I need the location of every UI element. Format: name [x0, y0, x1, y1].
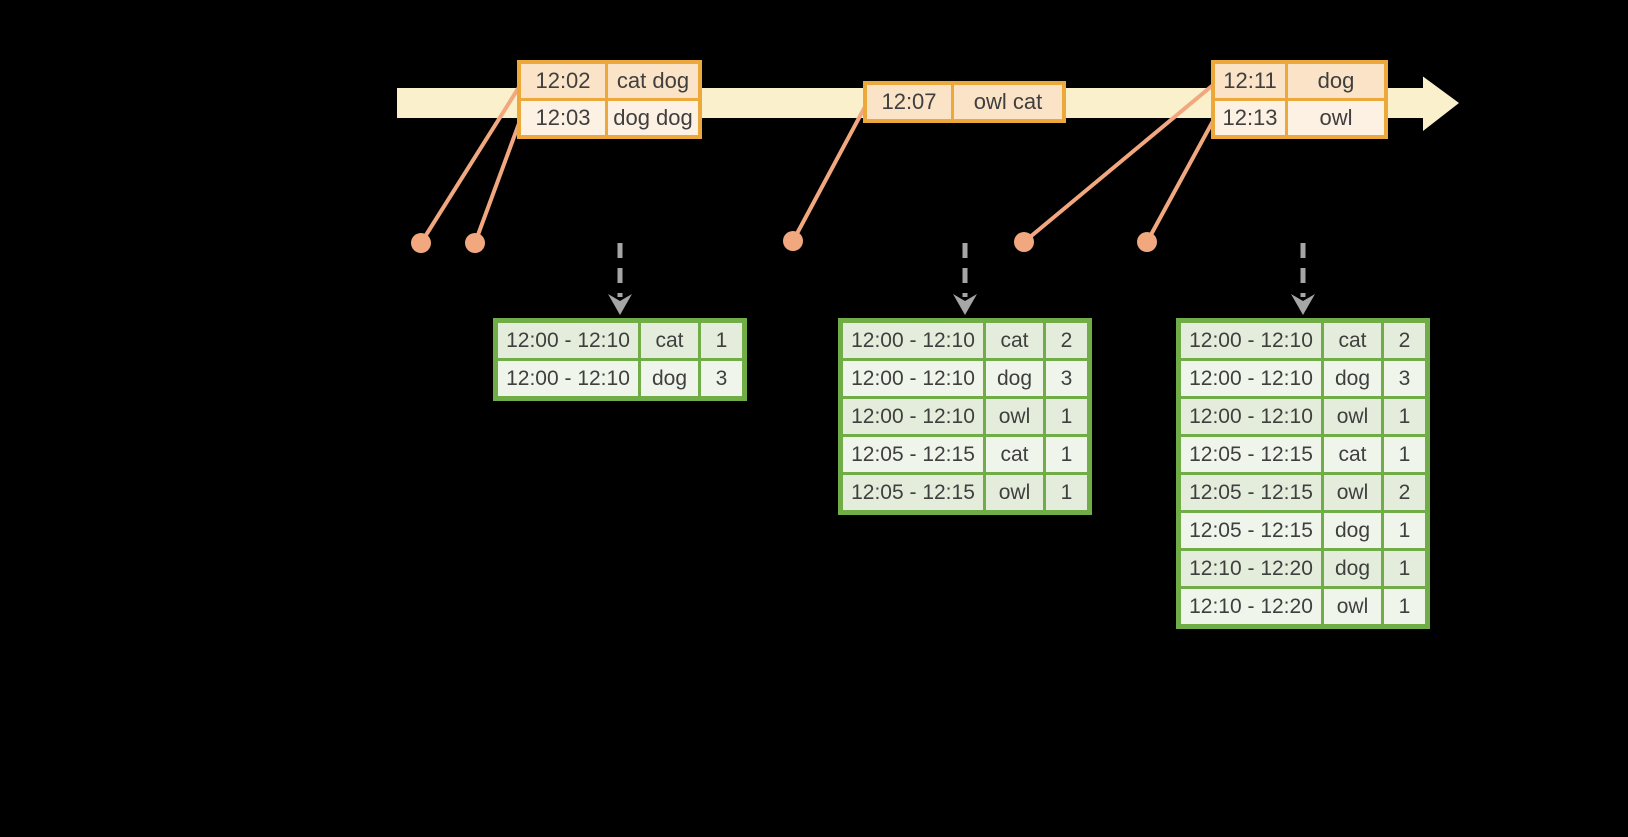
- table-cell: 12:07: [867, 85, 951, 119]
- event-dot: [1014, 232, 1034, 252]
- table-cell: dog: [1288, 64, 1384, 98]
- table-cell: 12:05 - 12:15: [843, 437, 983, 472]
- table-cell: dog: [986, 361, 1043, 396]
- table-cell: owl: [1288, 101, 1384, 135]
- connector-line: [473, 116, 523, 245]
- table-cell: owl: [986, 399, 1043, 434]
- table-cell: 1: [1384, 399, 1425, 434]
- trigger-arrowhead-icon: [953, 294, 977, 315]
- connector-line: [419, 82, 523, 245]
- table-cell: 1: [1384, 513, 1425, 548]
- table-cell: dog: [1324, 513, 1381, 548]
- table-cell: 12:13: [1215, 101, 1285, 135]
- table-cell: cat: [1324, 323, 1381, 358]
- table-cell: 3: [1046, 361, 1087, 396]
- event-dot: [1137, 232, 1157, 252]
- table-cell: 1: [1384, 437, 1425, 472]
- table-cell: 2: [1384, 475, 1425, 510]
- table-cell: cat dog: [608, 64, 698, 98]
- table-cell: 1: [1384, 589, 1425, 624]
- table-cell: 12:02: [521, 64, 605, 98]
- table-cell: dog: [641, 361, 698, 396]
- timeline-arrowhead-icon: [1423, 76, 1459, 131]
- table-cell: 12:03: [521, 101, 605, 135]
- trigger-arrowhead-icon: [608, 294, 632, 315]
- table-cell: 12:00 - 12:10: [843, 323, 983, 358]
- table-cell: dog: [1324, 551, 1381, 586]
- table-cell: 3: [701, 361, 742, 396]
- table-cell: 1: [1384, 551, 1425, 586]
- table-cell: cat: [641, 323, 698, 358]
- table-cell: 12:00 - 12:10: [843, 399, 983, 434]
- table-cell: 12:05 - 12:15: [1181, 475, 1321, 510]
- table-cell: 12:10 - 12:20: [1181, 589, 1321, 624]
- table-cell: 1: [1046, 437, 1087, 472]
- table-cell: 1: [1046, 399, 1087, 434]
- table-cell: owl cat: [954, 85, 1062, 119]
- event-dot: [465, 233, 485, 253]
- table-cell: 12:05 - 12:15: [1181, 513, 1321, 548]
- table-cell: cat: [986, 323, 1043, 358]
- table-cell: 3: [1384, 361, 1425, 396]
- table-cell: 12:00 - 12:10: [498, 361, 638, 396]
- table-cell: 1: [701, 323, 742, 358]
- table-cell: owl: [1324, 475, 1381, 510]
- table-cell: owl: [1324, 399, 1381, 434]
- table-cell: 12:00 - 12:10: [1181, 361, 1321, 396]
- table-cell: owl: [986, 475, 1043, 510]
- table-cell: cat: [986, 437, 1043, 472]
- table-cell: 12:00 - 12:10: [843, 361, 983, 396]
- table-cell: 12:05 - 12:15: [1181, 437, 1321, 472]
- table-cell: 12:05 - 12:15: [843, 475, 983, 510]
- table-cell: 12:11: [1215, 64, 1285, 98]
- trigger-arrowhead-icon: [1291, 294, 1315, 315]
- table-cell: 12:00 - 12:10: [1181, 399, 1321, 434]
- table-cell: 12:10 - 12:20: [1181, 551, 1321, 586]
- table-cell: dog: [1324, 361, 1381, 396]
- table-cell: 1: [1046, 475, 1087, 510]
- trigger-arrows: [608, 243, 1315, 315]
- event-dot: [411, 233, 431, 253]
- table-cell: 2: [1046, 323, 1087, 358]
- table-cell: 12:00 - 12:10: [1181, 323, 1321, 358]
- table-cell: dog dog: [608, 101, 698, 135]
- event-connectors: [411, 82, 1215, 253]
- event-dot: [783, 231, 803, 251]
- connector-line: [791, 101, 869, 243]
- table-cell: cat: [1324, 437, 1381, 472]
- table-cell: 12:00 - 12:10: [498, 323, 638, 358]
- connector-line: [1022, 83, 1215, 244]
- connector-line: [1145, 119, 1215, 244]
- table-cell: owl: [1324, 589, 1381, 624]
- table-cell: 2: [1384, 323, 1425, 358]
